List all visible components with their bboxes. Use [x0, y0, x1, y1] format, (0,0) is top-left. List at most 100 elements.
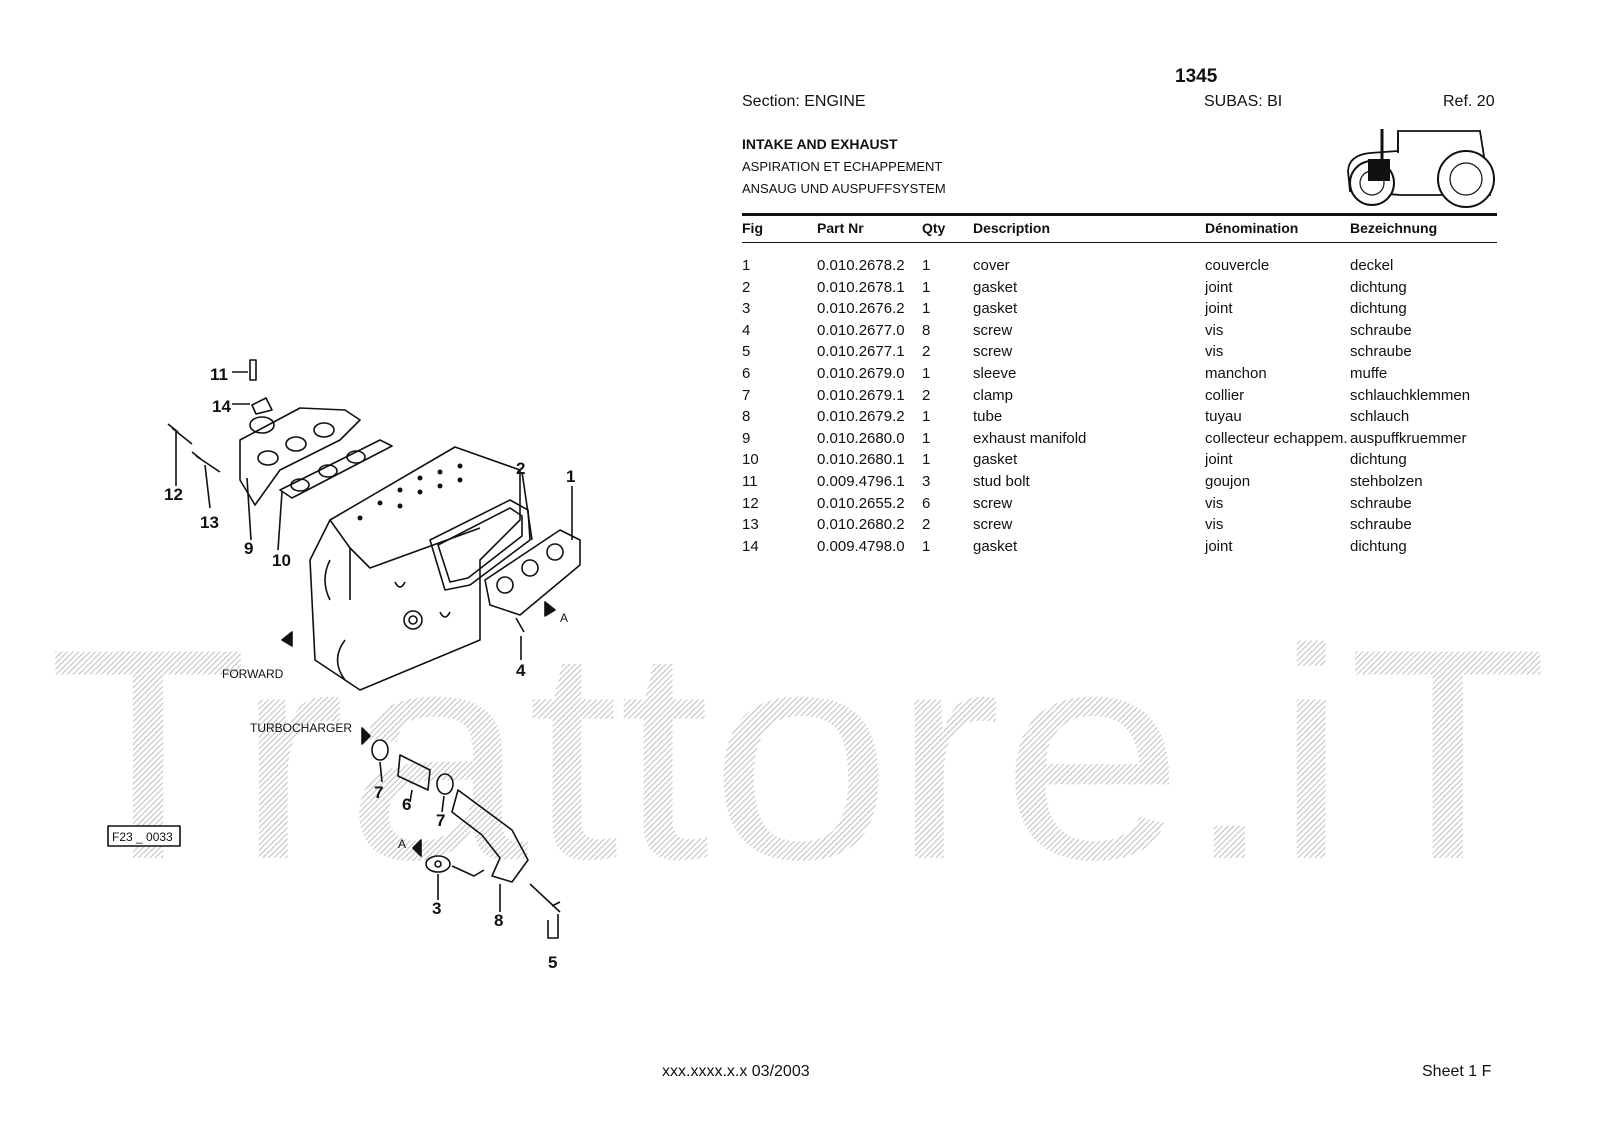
callout-12: 12: [164, 485, 183, 504]
cell-part-nr: 0.010.2677.1: [817, 343, 905, 361]
label-a-top: A: [560, 611, 568, 625]
cell-part-nr: 0.010.2678.1: [817, 278, 905, 296]
cell-description: sleeve: [973, 364, 1017, 382]
cell-bezeichnung: muffe: [1350, 364, 1388, 382]
cell-qty: 1: [922, 257, 931, 274]
cell-fig: 8: [742, 408, 751, 426]
cell-denomination: joint: [1205, 300, 1233, 318]
cell-qty: 1: [922, 278, 931, 296]
cell-fig: 11: [742, 472, 758, 490]
callout-6: 6: [402, 795, 411, 814]
cell-denomination: vis: [1205, 494, 1224, 512]
cell-description: screw: [973, 494, 1013, 512]
cell-description: stud bolt: [973, 472, 1030, 490]
cell-fig: 12: [742, 494, 759, 512]
engine-block: [309, 446, 521, 691]
cell-bezeichnung: stehbolzen: [1350, 472, 1423, 490]
cell-bezeichnung: dichtung: [1350, 451, 1407, 469]
callout-13: 13: [200, 513, 219, 532]
cell-fig: 13: [742, 516, 759, 534]
cell-denomination: collecteur echappem.: [1205, 429, 1348, 447]
cell-fig: 4: [742, 321, 751, 339]
table-row: 11 0.009.4796.1 3 stud bolt goujon stehbolzen: [0, 473, 1600, 495]
drawing-code: F23 _ 0033: [112, 830, 173, 844]
cell-part-nr: 0.010.2678.2: [817, 257, 905, 274]
cell-qty: 1: [922, 429, 931, 447]
col-header-bezeichnung: Bezeichnung: [1350, 220, 1438, 236]
cell-bezeichnung: auspuffkruemmer: [1350, 429, 1467, 447]
cell-qty: 1: [922, 537, 931, 555]
col-header-qty: Qty: [922, 220, 946, 236]
callout-7-right: 7: [436, 811, 445, 830]
cell-qty: 2: [922, 516, 931, 534]
cell-part-nr: 0.010.2677.0: [817, 321, 905, 339]
ref-label: Ref. 20: [1443, 93, 1495, 110]
title-french: ASPIRATION ET ECHAPPEMENT: [742, 159, 943, 174]
cell-description: gasket: [973, 300, 1018, 318]
label-forward: FORWARD: [222, 667, 284, 681]
cell-description: screw: [973, 343, 1013, 361]
cell-part-nr: 0.010.2676.2: [817, 300, 905, 318]
col-header-description: Description: [973, 220, 1051, 236]
callout-1: 1: [566, 467, 575, 486]
cell-qty: 1: [922, 408, 931, 426]
cell-qty: 2: [922, 386, 931, 404]
label-a-bottom: A: [398, 837, 406, 851]
cell-part-nr: 0.010.2679.1: [817, 386, 905, 404]
cell-bezeichnung: deckel: [1350, 257, 1394, 274]
cell-denomination: goujon: [1205, 472, 1251, 490]
cell-part-nr: 0.010.2680.0: [817, 429, 905, 447]
cell-denomination: collier: [1205, 386, 1245, 404]
cell-bezeichnung: schraube: [1350, 343, 1412, 361]
title-english: INTAKE AND EXHAUST: [742, 136, 898, 152]
col-header-fig: Fig: [742, 220, 763, 236]
cell-denomination: vis: [1205, 343, 1224, 361]
cell-denomination: joint: [1205, 278, 1233, 296]
cell-qty: 1: [922, 451, 931, 469]
cell-bezeichnung: schraube: [1350, 494, 1412, 512]
cell-part-nr: 0.010.2679.0: [817, 364, 905, 382]
cell-bezeichnung: dichtung: [1350, 537, 1407, 555]
cell-description: screw: [973, 321, 1013, 339]
cell-description: gasket: [973, 537, 1018, 555]
cell-fig: 5: [742, 343, 751, 361]
cell-part-nr: 0.009.4796.1: [817, 472, 905, 490]
cell-part-nr: 0.010.2680.2: [817, 516, 905, 534]
tractor-locator-icon: [1347, 129, 1495, 208]
cell-qty: 1: [922, 300, 931, 318]
title-german: ANSAUG UND AUSPUFFSYSTEM: [742, 181, 946, 196]
cell-denomination: joint: [1205, 537, 1233, 555]
cell-qty: 3: [922, 472, 931, 490]
section-label: Section: ENGINE: [742, 93, 866, 110]
cell-fig: 3: [742, 300, 751, 318]
cell-fig: 10: [742, 451, 759, 469]
cell-fig: 7: [742, 386, 751, 404]
label-turbocharger: TURBOCHARGER: [250, 721, 352, 735]
cell-description: gasket: [973, 278, 1018, 296]
cell-fig: 14: [742, 537, 759, 555]
callout-10: 10: [272, 551, 291, 570]
footer-code-date: xxx.xxxx.x.x 03/2003: [662, 1063, 810, 1080]
cell-bezeichnung: schraube: [1350, 321, 1412, 339]
cell-fig: 1: [742, 257, 751, 274]
callout-3: 3: [432, 899, 441, 918]
cell-part-nr: 0.010.2655.2: [817, 494, 905, 512]
callout-11: 11: [210, 365, 228, 384]
cell-bezeichnung: schlauch: [1350, 408, 1410, 426]
cell-description: tube: [973, 408, 1003, 426]
model-number: 1345: [1175, 66, 1218, 87]
cell-bezeichnung: schraube: [1350, 516, 1412, 534]
cell-description: cover: [973, 257, 1010, 274]
cell-denomination: vis: [1205, 516, 1224, 534]
callout-7-left: 7: [374, 783, 383, 802]
